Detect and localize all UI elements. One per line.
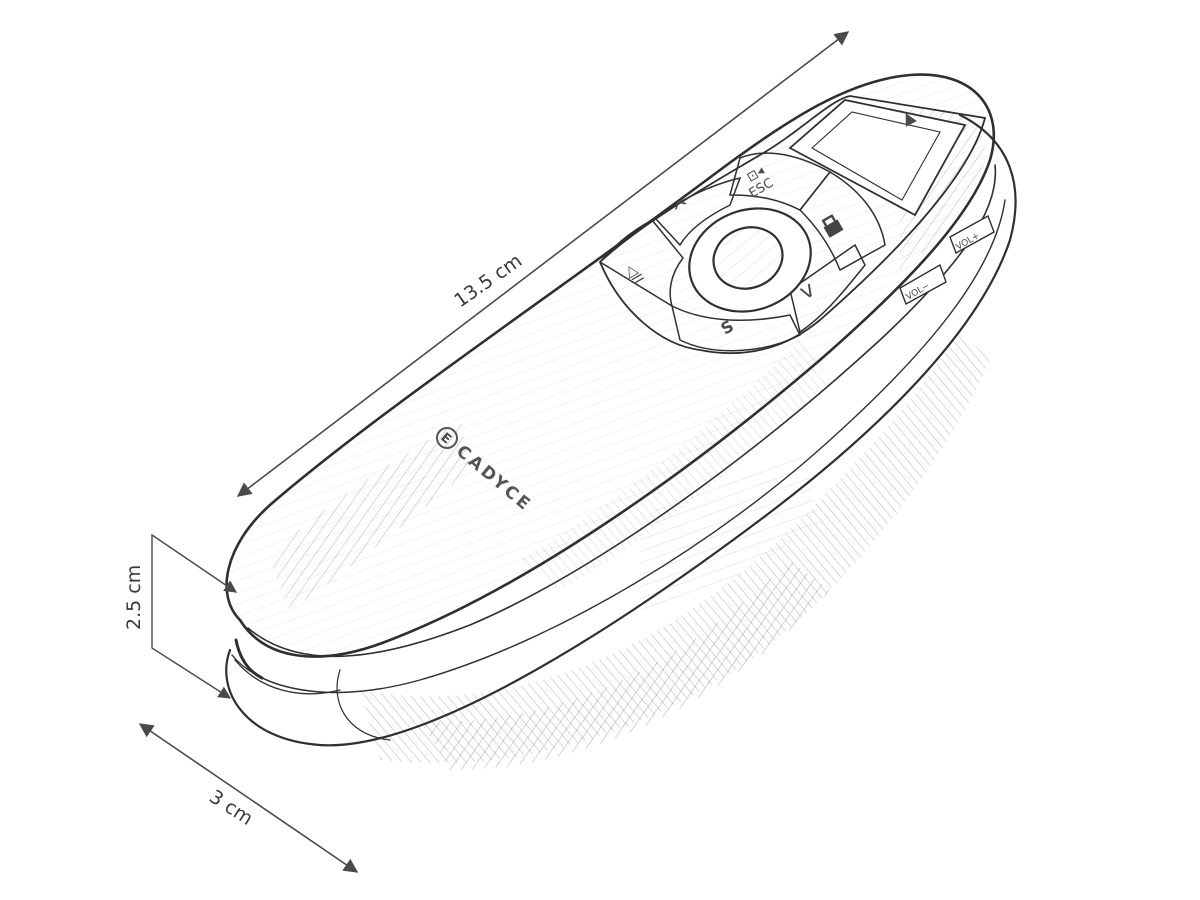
width-arrow <box>138 723 359 873</box>
vol-minus-key <box>899 263 947 306</box>
length-label: 13.5 cm <box>450 250 526 312</box>
vol-plus-key <box>949 214 995 255</box>
height-label: 2.5 cm <box>123 565 145 630</box>
width-label: 3 cm <box>205 786 256 830</box>
height-bracket <box>151 533 238 699</box>
length-arrow <box>236 31 850 497</box>
dimension-annotations <box>138 31 850 873</box>
